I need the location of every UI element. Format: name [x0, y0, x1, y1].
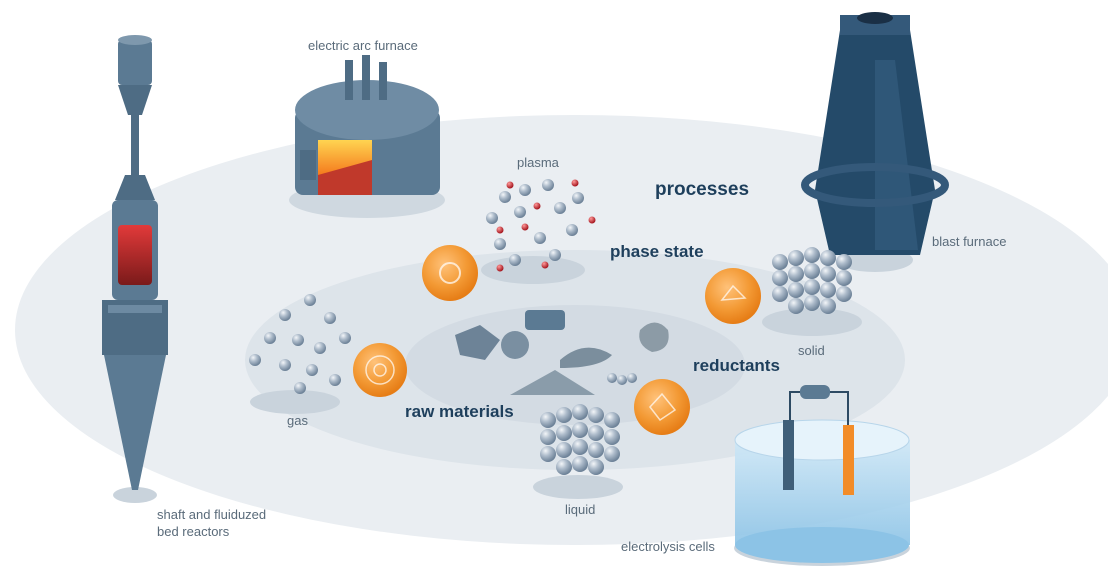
liquid-cluster: [533, 404, 623, 499]
label-solid: solid: [798, 343, 825, 358]
label-blast-furnace: blast furnace: [932, 234, 1007, 249]
gas-cluster: [249, 294, 351, 414]
shaft-reactor: [102, 35, 168, 503]
label-plasma: plasma: [517, 155, 559, 170]
solid-cluster: [762, 247, 862, 336]
electrolysis-cell: [734, 385, 910, 566]
orb-gas: [353, 343, 407, 397]
heading-phase-state: phase state: [610, 242, 704, 261]
heading-processes: processes: [655, 179, 750, 200]
electric-arc-furnace: [289, 55, 445, 218]
orb-liquid: [634, 379, 690, 435]
orb-solid: [705, 268, 761, 324]
orb-plasma: [422, 245, 478, 301]
heading-reductants: reductants: [693, 356, 780, 375]
label-gas: gas: [287, 413, 308, 428]
label-electrolysis-cells: electrolysis cells: [621, 539, 715, 554]
plasma-cluster: [481, 179, 596, 284]
label-shaft-reactors-line2: bed reactors: [157, 524, 230, 539]
blast-furnace: [801, 12, 949, 272]
heading-raw-materials: raw materials: [405, 402, 514, 421]
label-electric-arc-furnace: electric arc furnace: [308, 38, 418, 53]
label-liquid: liquid: [565, 502, 596, 517]
raw-materials-pile: [455, 310, 669, 395]
label-shaft-reactors-line1: shaft and fluiduzed: [157, 507, 267, 522]
